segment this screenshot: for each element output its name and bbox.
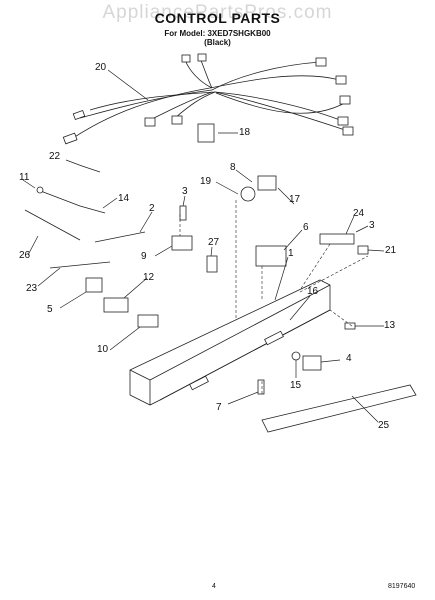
part-13[interactable] bbox=[344, 322, 356, 330]
callout-22: 22 bbox=[49, 151, 61, 162]
callout-20: 20 bbox=[95, 62, 107, 73]
color-line: (Black) bbox=[204, 38, 231, 47]
part-18[interactable] bbox=[197, 123, 215, 143]
part-22[interactable] bbox=[81, 165, 101, 173]
part-27[interactable] bbox=[206, 255, 218, 273]
callout-3a: 3 bbox=[182, 186, 188, 197]
leader-lines bbox=[22, 69, 385, 423]
callout-2: 2 bbox=[149, 203, 155, 214]
callout-16: 16 bbox=[307, 286, 319, 297]
callout-27: 27 bbox=[208, 237, 220, 248]
wire-harness[interactable] bbox=[62, 53, 354, 145]
part-26[interactable] bbox=[24, 209, 81, 241]
callout-12: 12 bbox=[143, 272, 155, 283]
callout-4: 4 bbox=[346, 353, 352, 364]
part-5[interactable] bbox=[85, 277, 103, 293]
page-number: 4 bbox=[212, 583, 216, 590]
callout-7: 7 bbox=[216, 402, 222, 413]
model-line: For Model: 3XED7SHGKB00 bbox=[164, 29, 271, 38]
callout-23: 23 bbox=[26, 283, 38, 294]
part-6[interactable] bbox=[255, 245, 287, 267]
callout-26: 26 bbox=[19, 250, 31, 261]
callout-6: 6 bbox=[303, 222, 309, 233]
callout-24: 24 bbox=[353, 208, 365, 219]
part-14[interactable] bbox=[37, 189, 106, 214]
watermark: AppliancePartsPros.com bbox=[102, 2, 333, 23]
page-title: CONTROL PARTS bbox=[154, 10, 281, 26]
document-number: 8197640 bbox=[388, 583, 416, 590]
part-19[interactable] bbox=[240, 186, 256, 202]
model-info: For Model: 3XED7SHGKB00 (Black) bbox=[0, 29, 435, 47]
callout-13: 13 bbox=[384, 320, 396, 331]
part-17[interactable] bbox=[257, 175, 277, 191]
control-housing[interactable] bbox=[129, 279, 331, 406]
callout-15: 15 bbox=[290, 380, 302, 391]
callout-3b: 3 bbox=[369, 220, 375, 231]
callout-9: 9 bbox=[141, 251, 147, 262]
part-23[interactable] bbox=[49, 261, 111, 269]
callout-18: 18 bbox=[239, 127, 251, 138]
part-24[interactable] bbox=[319, 233, 355, 245]
part-15[interactable] bbox=[291, 351, 301, 361]
callout-19: 19 bbox=[200, 176, 212, 187]
callout-25: 25 bbox=[378, 420, 390, 431]
callout-1: 1 bbox=[288, 248, 294, 259]
callout-10: 10 bbox=[97, 344, 109, 355]
callout-11: 11 bbox=[19, 172, 30, 183]
part-25[interactable] bbox=[261, 384, 417, 433]
callout-17: 17 bbox=[289, 194, 301, 205]
callout-14: 14 bbox=[118, 193, 130, 204]
part-9[interactable] bbox=[171, 235, 193, 251]
part-12[interactable] bbox=[103, 297, 129, 313]
part-2[interactable] bbox=[94, 231, 146, 243]
part-11[interactable] bbox=[36, 186, 44, 194]
part-3a[interactable] bbox=[179, 205, 187, 221]
callout-21: 21 bbox=[385, 245, 397, 256]
callout-5: 5 bbox=[47, 304, 53, 315]
part-21[interactable] bbox=[357, 245, 369, 255]
part-4[interactable] bbox=[302, 355, 322, 371]
part-7[interactable] bbox=[257, 379, 265, 395]
part-10[interactable] bbox=[137, 314, 159, 328]
callout-8: 8 bbox=[230, 162, 236, 173]
